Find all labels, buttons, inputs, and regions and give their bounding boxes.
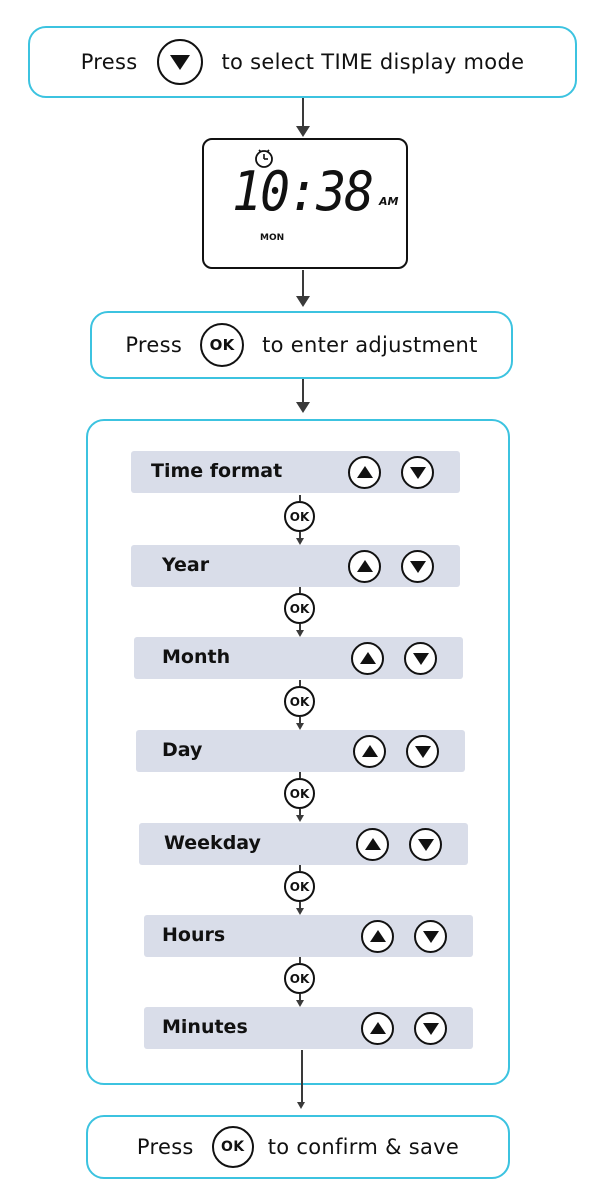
adjust-row-label: Hours (162, 924, 226, 946)
down-arrow-button-icon (404, 642, 437, 675)
down-arrow-button-icon (414, 920, 447, 953)
adjust-row-hours: Hours (144, 915, 473, 957)
flow-arrow-line (299, 680, 301, 686)
adjust-row-day: Day (136, 730, 465, 772)
adjust-row-time-format: Time format (131, 451, 460, 493)
up-arrow-button-icon (348, 550, 381, 583)
flow-arrow-head (297, 1102, 305, 1109)
clock-icon (255, 149, 273, 168)
up-arrow-button-icon (356, 828, 389, 861)
ok-button-icon: OK (284, 778, 315, 809)
flow-arrow-line (299, 957, 301, 963)
flow-arrow-head (296, 815, 304, 822)
down-arrow-button-icon (157, 39, 204, 85)
ok-button-icon: OK (284, 501, 315, 532)
flow-arrow-line (299, 624, 301, 630)
down-arrow-button-icon (401, 550, 434, 583)
flow-arrow-head (296, 908, 304, 915)
up-arrow-button-icon (351, 642, 384, 675)
step-select-time-mode: Press to select TIME display mode (28, 26, 577, 98)
ok-button-icon: OK (284, 686, 315, 717)
step3-press-label: Press (136, 1135, 194, 1159)
down-arrow-button-icon (409, 828, 442, 861)
flow-arrow-line (299, 495, 301, 501)
lcd-ampm-indicator: AM (379, 195, 399, 208)
ok-button-icon: OK (284, 871, 315, 902)
step1-press-label: Press (80, 50, 138, 74)
ok-button-icon: OK (211, 1126, 254, 1168)
flow-arrow-line (299, 587, 301, 593)
flow-arrow-line (299, 532, 301, 538)
up-arrow-button-icon (348, 456, 381, 489)
flow-arrow-head (296, 538, 304, 545)
ok-button-icon: OK (284, 963, 315, 994)
adjust-row-label: Month (162, 646, 231, 668)
adjust-row-label: Minutes (162, 1016, 248, 1038)
lcd-display: 10:38 AM MON (202, 138, 408, 269)
flow-arrow-head (296, 630, 304, 637)
flow-arrow-line (299, 809, 301, 815)
flow-arrow-line (299, 717, 301, 723)
down-arrow-button-icon (406, 735, 439, 768)
ok-button-icon: OK (284, 593, 315, 624)
adjust-row-year: Year (131, 545, 460, 587)
lcd-weekday-indicator: MON (260, 233, 285, 243)
adjust-row-minutes: Minutes (144, 1007, 473, 1049)
step2-press-label: Press (125, 333, 183, 357)
up-arrow-button-icon (353, 735, 386, 768)
adjust-row-label: Day (162, 739, 203, 761)
ok-button-icon: OK (200, 323, 245, 367)
flow-arrow-line (299, 902, 301, 908)
flow-arrow-head (296, 126, 310, 137)
flow-arrow-head (296, 402, 310, 413)
down-arrow-button-icon (414, 1012, 447, 1045)
flow-arrow-line (299, 994, 301, 1000)
flow-arrow-line (302, 270, 304, 298)
flow-arrow-head (296, 1000, 304, 1007)
up-arrow-button-icon (361, 920, 394, 953)
flow-arrow-line (302, 379, 304, 403)
lcd-time-readout: 10:38 (232, 160, 374, 223)
flow-arrow-line (302, 98, 304, 128)
step1-instruction-label: to select TIME display mode (221, 50, 525, 74)
step-enter-adjustment: Press OK to enter adjustment (90, 311, 513, 379)
step3-instruction-label: to confirm & save (267, 1135, 460, 1159)
flow-arrow-line (301, 1050, 303, 1103)
step2-instruction-label: to enter adjustment (262, 333, 478, 357)
adjust-row-label: Year (162, 554, 210, 576)
step-confirm-save: Press OK to confirm & save (86, 1115, 510, 1179)
flow-arrow-head (296, 723, 304, 730)
flow-arrow-line (299, 865, 301, 871)
adjust-row-weekday: Weekday (139, 823, 468, 865)
down-arrow-button-icon (401, 456, 434, 489)
flow-arrow-line (299, 772, 301, 778)
flow-arrow-head (296, 296, 310, 307)
adjust-row-month: Month (134, 637, 463, 679)
up-arrow-button-icon (361, 1012, 394, 1045)
adjust-row-label: Weekday (164, 832, 261, 854)
adjust-row-label: Time format (151, 460, 283, 482)
